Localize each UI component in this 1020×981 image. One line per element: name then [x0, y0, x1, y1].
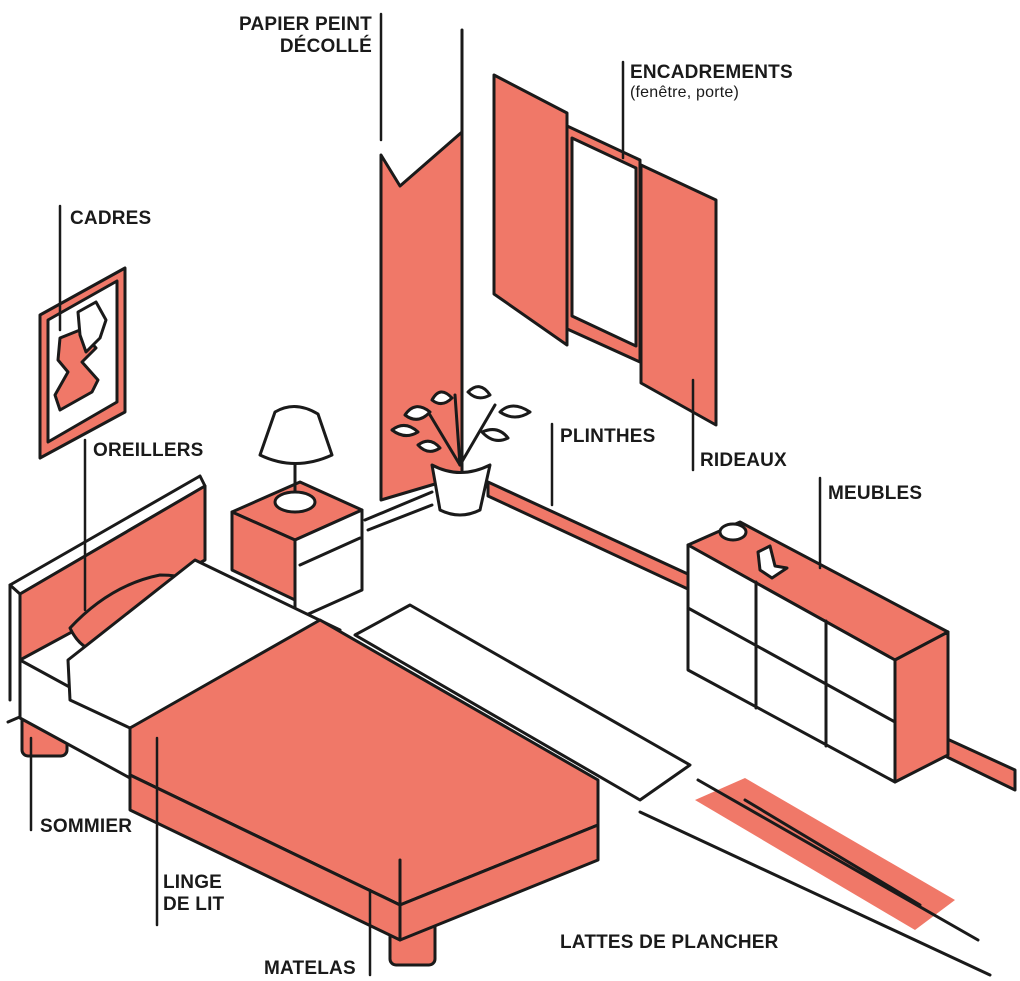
label-meubles: MEUBLES: [828, 483, 923, 504]
label-encadrements-title: ENCADREMENTS: [630, 62, 793, 83]
lamp: [258, 405, 334, 514]
label-rideaux: RIDEAUX: [700, 450, 787, 471]
label-linge-line2: DE LIT: [163, 893, 225, 915]
leader-lines: [29, 12, 822, 977]
plant: [390, 385, 532, 517]
label-papier-peint-line1: PAPIER PEINT: [239, 14, 372, 35]
label-lattes-de-plancher: LATTES DE PLANCHER: [560, 932, 779, 953]
label-papier-peint: PAPIER PEINT DÉCOLLÉ: [222, 14, 372, 58]
label-oreillers: OREILLERS: [93, 440, 204, 461]
rug: [353, 603, 692, 802]
peeled-wallpaper: [379, 130, 464, 502]
window: [492, 73, 718, 427]
floor-planks: [638, 778, 992, 977]
label-sommier: SOMMIER: [40, 816, 133, 837]
label-cadres: CADRES: [70, 208, 152, 229]
label-encadrements: ENCADREMENTS (fenêtre, porte): [630, 62, 793, 102]
label-linge-line1: LINGE: [163, 872, 223, 893]
label-papier-peint-line2: DÉCOLLÉ: [279, 35, 372, 57]
label-linge-de-lit: LINGE DE LIT: [163, 872, 224, 916]
label-matelas: MATELAS: [264, 958, 356, 979]
picture-frame: [38, 266, 127, 460]
bed: [8, 474, 600, 967]
dresser: [686, 520, 950, 784]
label-plinthes: PLINTHES: [560, 426, 656, 447]
baseboard-right-end: [943, 736, 1017, 792]
label-encadrements-sub: (fenêtre, porte): [630, 83, 740, 101]
baseboard-right: [486, 480, 692, 592]
